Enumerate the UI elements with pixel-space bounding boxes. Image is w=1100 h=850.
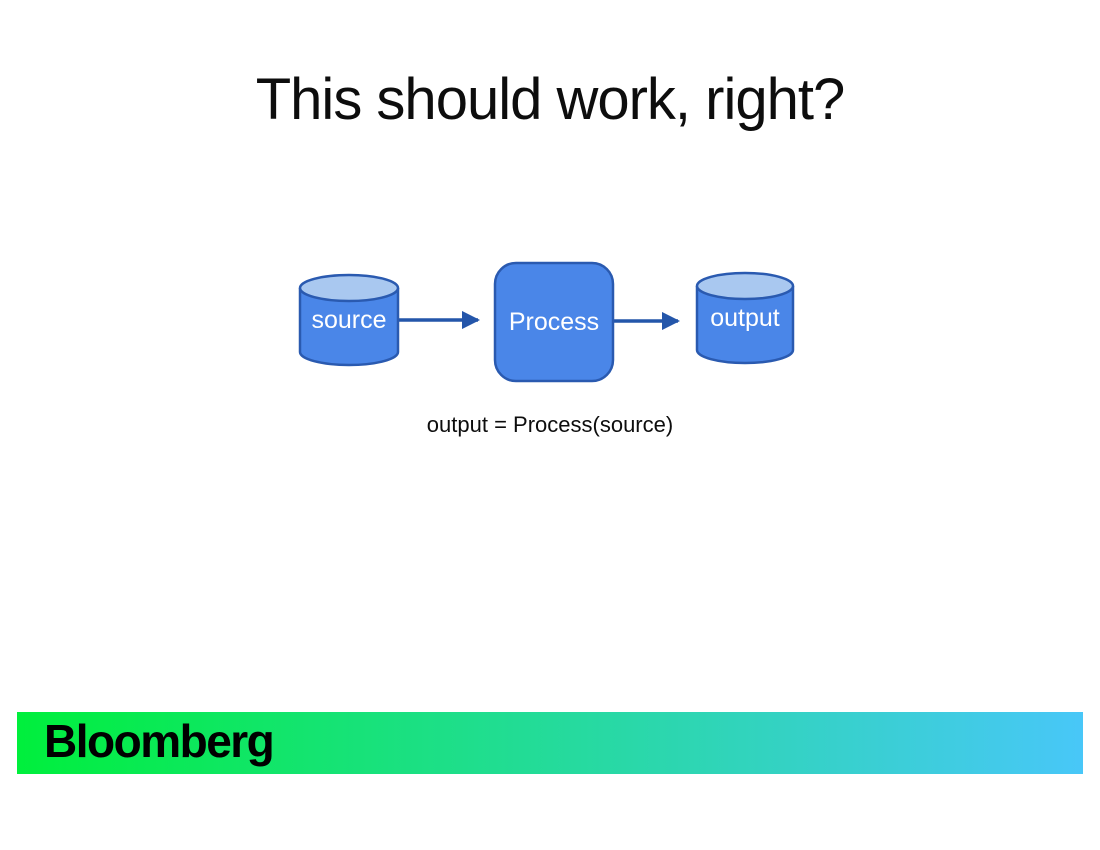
output-cylinder-node: output	[695, 271, 795, 365]
process-box	[493, 261, 615, 383]
output-cylinder-top	[695, 271, 795, 301]
source-node-label: source	[311, 306, 386, 334]
output-node-label: output	[710, 304, 780, 332]
bloomberg-logo: Bloomberg	[44, 715, 275, 767]
source-cylinder-top	[298, 273, 400, 303]
process-box-node: Process	[493, 261, 615, 383]
source-cylinder-body	[298, 288, 400, 367]
slide-title: This should work, right?	[255, 67, 845, 132]
process-flow-diagram: source Process output	[298, 261, 795, 383]
output-cylinder-body	[695, 286, 795, 365]
process-node-label: Process	[509, 308, 599, 336]
formula-text: output = Process(source)	[426, 412, 674, 437]
footer-bar: Bloomberg	[17, 712, 1083, 774]
source-cylinder-node: source	[298, 273, 400, 367]
